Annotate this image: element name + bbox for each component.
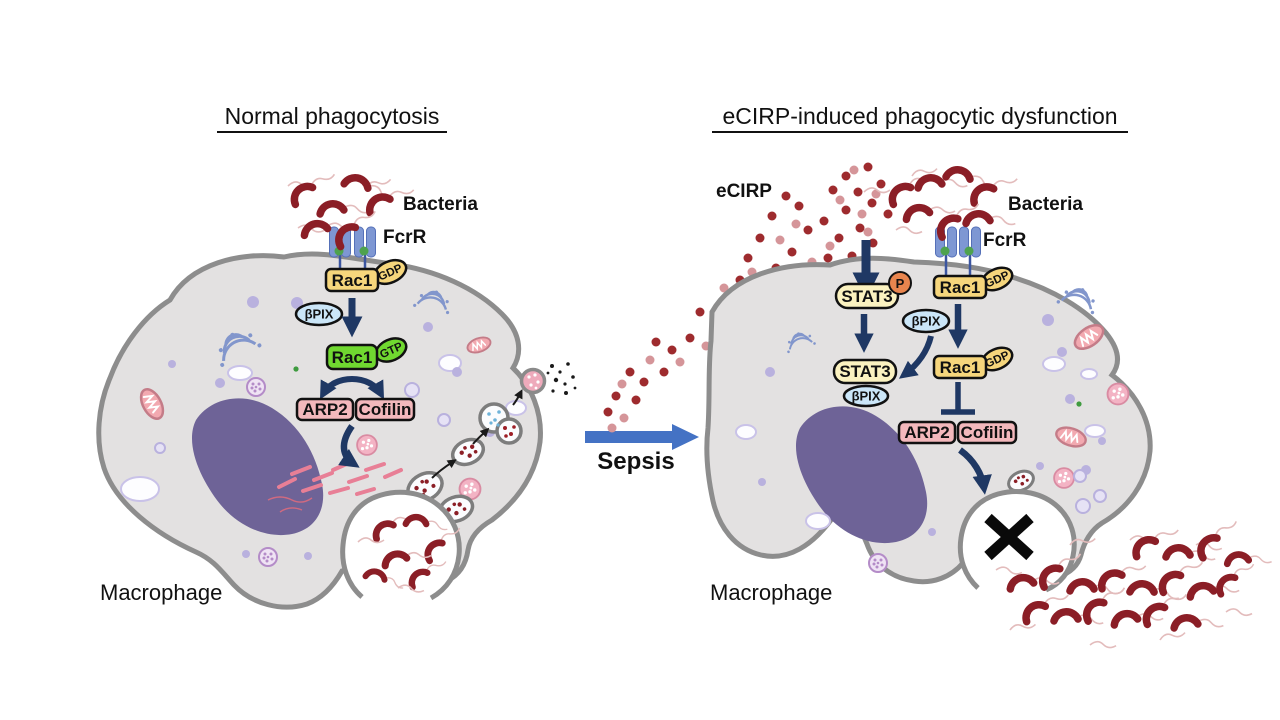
stat3-label: STAT3	[841, 287, 892, 306]
phagolysosome	[478, 402, 523, 445]
maturation-arrows	[431, 389, 523, 479]
left-bacteria-label: Bacteria	[403, 194, 478, 215]
left-organelles	[120, 284, 527, 567]
left-receptor-label: FcrR	[383, 227, 427, 248]
expelled-debris	[546, 362, 577, 395]
failed-phagocytosis-arrow	[958, 447, 992, 495]
right-pathway: STAT3 P βPIX STAT3 βPIX	[832, 240, 1018, 495]
rac1-gtp-node: GTP Rac1	[325, 337, 408, 371]
ecirp-label: eCIRP	[716, 181, 772, 202]
rac1-gdp-node: GDP Rac1	[324, 258, 408, 293]
green-granule	[1076, 401, 1082, 407]
stat3-label: STAT3	[839, 362, 890, 381]
bpix-label: βPIX	[305, 307, 334, 322]
rac1-gtp-label: Rac1	[332, 348, 373, 367]
exocytosis-vesicle	[519, 367, 547, 395]
arp2-label: ARP2	[904, 423, 949, 442]
right-bacteria-cluster	[863, 163, 1020, 238]
blocked-x-mark	[984, 513, 1034, 561]
right-receptor-label: FcrR	[983, 230, 1027, 251]
sepsis-arrow	[585, 424, 699, 450]
right-phagosome	[1007, 469, 1035, 493]
arp2-box	[295, 397, 355, 422]
inhibition-tbar	[941, 382, 975, 415]
arp2-box	[897, 420, 957, 445]
right-panel: eCIRP-induced phagocytic dysfunction eCI…	[603, 103, 1272, 650]
left-panel: Normal phagocytosis	[96, 103, 577, 610]
stat3-p-node: STAT3 P	[834, 271, 912, 310]
rac1-label: Rac1	[940, 358, 981, 377]
left-pathway: GDP Rac1 βPIX GTP Rac1 ARP2	[294, 258, 416, 468]
right-panel-title: eCIRP-induced phagocytic dysfunction	[722, 103, 1117, 129]
bpix-sequestration-arrow	[898, 335, 934, 379]
effector-double-arrow	[319, 376, 385, 400]
right-macrophage-cell	[704, 255, 1153, 586]
cofilin-box	[354, 397, 416, 422]
left-actin-squiggles	[267, 496, 313, 513]
arp2-label: ARP2	[302, 400, 347, 419]
right-organelles	[735, 280, 1130, 573]
left-nucleus	[191, 398, 324, 536]
phospho-label: P	[896, 276, 905, 291]
rac1-label: Rac1	[332, 271, 373, 290]
rac1-label: Rac1	[940, 278, 981, 297]
cofilin-label: Cofilin	[359, 400, 412, 419]
right-macrophage-label: Macrophage	[710, 580, 832, 605]
bpix-free-node: βPIX	[901, 308, 951, 334]
left-macrophage-label: Macrophage	[100, 580, 222, 605]
cofilin-box	[956, 420, 1018, 445]
right-bacteria-label: Bacteria	[1008, 194, 1083, 215]
bpix-node: βPIX	[294, 301, 344, 327]
sepsis-transition: Sepsis	[585, 424, 699, 475]
right-nucleus	[795, 406, 928, 544]
stat3-bpix-complex: STAT3 βPIX	[832, 358, 898, 408]
bpix-label: βPIX	[912, 314, 941, 329]
left-phagocytic-cup	[340, 489, 467, 598]
actin-arrow	[338, 424, 360, 468]
rac1-gdp-bottom-node: GDP Rac1	[932, 346, 1014, 380]
cofilin-label: Cofilin	[961, 423, 1014, 442]
rac1-gdp-top-node: GDP Rac1	[932, 266, 1014, 300]
sepsis-label: Sepsis	[597, 448, 674, 475]
left-panel-title: Normal phagocytosis	[225, 103, 440, 129]
bpix-label: βPIX	[852, 389, 881, 404]
right-phagocytic-cup	[957, 489, 1077, 593]
green-granule	[293, 366, 299, 372]
